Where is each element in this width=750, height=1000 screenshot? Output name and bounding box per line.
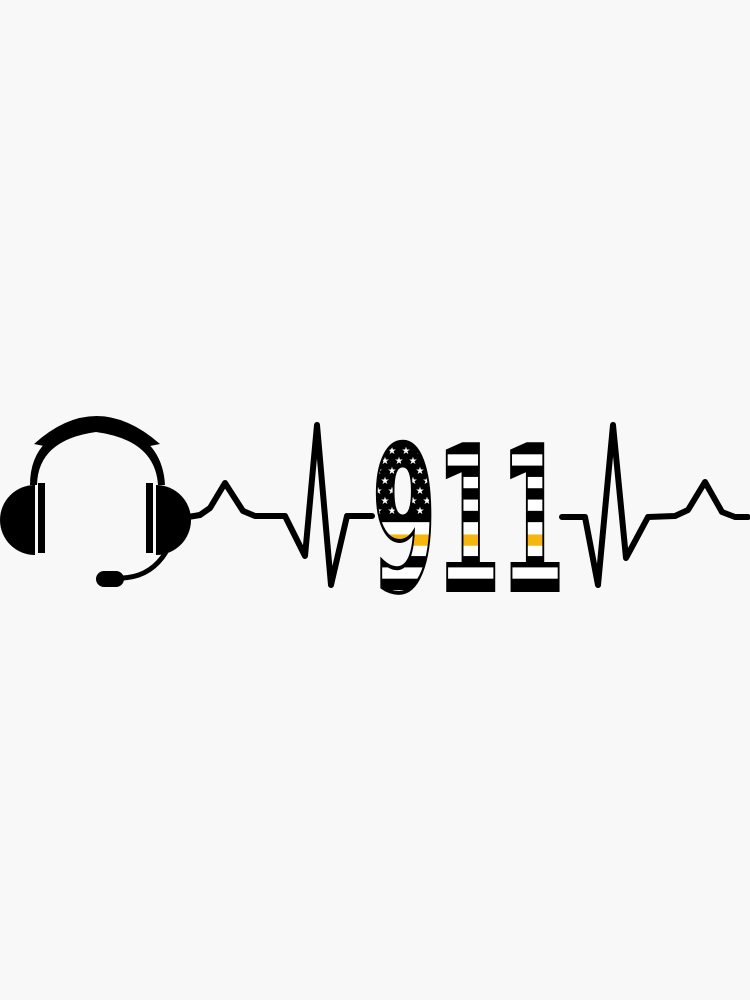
star-icon: ★ (381, 496, 390, 507)
star-icon: ★ (430, 506, 439, 517)
star-icon: ★ (388, 506, 397, 517)
star-icon: ★ (374, 486, 383, 497)
black-stripe (372, 465, 565, 477)
star-icon: ★ (402, 466, 411, 477)
star-icon: ★ (402, 486, 411, 497)
black-stripe (372, 488, 565, 500)
star-icon: ★ (430, 466, 439, 477)
star-icon: ★ (430, 446, 439, 457)
star-icon: ★ (374, 446, 383, 457)
star-icon: ★ (416, 446, 425, 457)
star-icon: ★ (381, 456, 390, 467)
star-icon: ★ (402, 506, 411, 517)
star-icon: ★ (402, 446, 411, 457)
heartbeat-line-icon (185, 422, 375, 588)
star-icon: ★ (388, 486, 397, 497)
star-icon: ★ (388, 446, 397, 457)
headband-inner (30, 422, 165, 485)
heartbeat-line-right (559, 422, 750, 588)
star-icon: ★ (416, 506, 425, 517)
star-icon: ★ (395, 476, 404, 487)
right-cushion (146, 483, 153, 553)
left-cushion (38, 483, 45, 553)
number-911-graphic: ★★★★★★★★★★★★★★★★★★★★★★★★★★★★★★★★★★★ 911 (370, 403, 567, 640)
star-icon: ★ (374, 506, 383, 517)
star-icon: ★ (388, 466, 397, 477)
star-icon: ★ (430, 486, 439, 497)
star-icon: ★ (423, 476, 432, 487)
mic-boom (119, 550, 169, 581)
star-icon: ★ (395, 456, 404, 467)
star-icon: ★ (381, 476, 390, 487)
star-icon: ★ (416, 486, 425, 497)
star-icon: ★ (409, 496, 418, 507)
star-icon: ★ (437, 496, 446, 507)
star-icon: ★ (437, 476, 446, 487)
star-icon: ★ (395, 496, 404, 507)
star-canton (372, 440, 440, 515)
star-icon: ★ (409, 476, 418, 487)
black-stripe (372, 443, 565, 455)
number-911-text: 911 (372, 405, 565, 638)
right-ear-cup (156, 485, 191, 555)
mic-head (96, 571, 124, 587)
left-ear-cup (0, 485, 35, 555)
black-stripe (372, 556, 565, 568)
star-icon: ★ (423, 456, 432, 467)
black-stripe (372, 510, 565, 523)
gold-stripe (372, 534, 565, 546)
star-icon: ★ (423, 496, 432, 507)
headset-icon (0, 416, 191, 587)
star-icon: ★ (374, 466, 383, 477)
star-icon: ★ (416, 466, 425, 477)
headband-top (34, 416, 160, 446)
star-icon: ★ (437, 456, 446, 467)
star-icon: ★ (409, 456, 418, 467)
black-stripe (372, 578, 565, 590)
